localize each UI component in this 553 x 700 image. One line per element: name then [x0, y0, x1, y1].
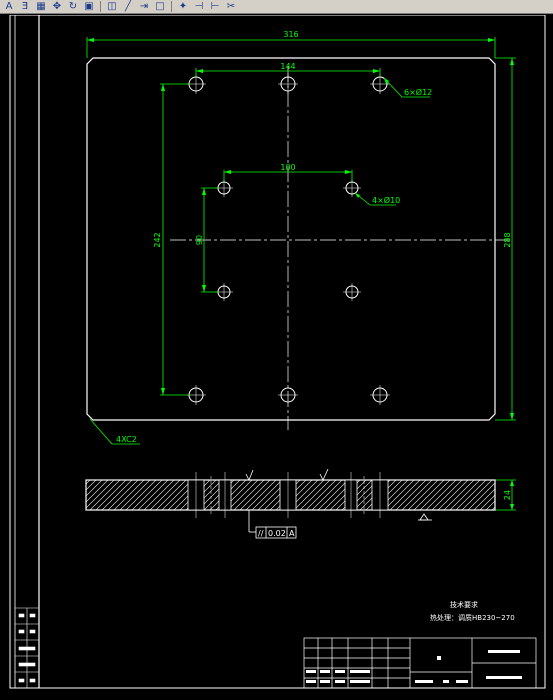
dimension-texts: 316 144 6×Ø12 100 4×Ø10 242 90 288 4XC2 … [116, 30, 512, 500]
side-label-column [15, 607, 39, 688]
tolerance-frame: // 0.02 A [248, 510, 297, 539]
edit-text-icon[interactable]: Ǝ [21, 0, 29, 12]
drawing-canvas[interactable]: 316 144 6×Ø12 100 4×Ø10 242 90 288 4XC2 … [0, 14, 553, 696]
note-small-holes: 4×Ø10 [372, 195, 400, 205]
rotate-icon[interactable]: ↻ [68, 0, 78, 12]
small-hole-centermarks [215, 179, 361, 301]
tolerance-value: 0.02 [268, 529, 286, 538]
toolbar-separator [100, 1, 101, 12]
notes-line-1: 热处理：调质HB230~270 [430, 613, 515, 622]
cad-drawing: 316 144 6×Ø12 100 4×Ø10 242 90 288 4XC2 … [9, 14, 546, 689]
break-icon[interactable]: ✂ [226, 0, 236, 12]
extend-icon[interactable]: ⊢ [210, 0, 220, 12]
dim-height-inner: 90 [195, 235, 204, 245]
title-block-text [306, 650, 522, 683]
explode-icon[interactable]: ✦ [178, 0, 188, 12]
sheet-border [9, 14, 546, 689]
dim-small-spacing: 100 [280, 163, 295, 172]
dimension-lines [86, 37, 516, 511]
note-large-holes: 6×Ø12 [404, 87, 432, 97]
trim-icon[interactable]: ⊣ [194, 0, 204, 12]
section-view [85, 468, 496, 521]
dim-height-total: 288 [503, 232, 512, 247]
dim-overall-width: 316 [283, 30, 298, 39]
text-icon[interactable]: A [5, 0, 13, 12]
toolbar-separator [171, 1, 172, 12]
line-icon[interactable]: ╱ [124, 0, 132, 12]
stretch-icon[interactable]: ⇥ [139, 0, 149, 12]
plate-outline [86, 57, 496, 421]
dim-thickness: 24 [503, 490, 512, 500]
tolerance-datum: A [289, 529, 295, 538]
mirror-icon[interactable]: ◫ [107, 0, 117, 12]
copy-icon[interactable]: ▣ [84, 0, 94, 12]
note-chamfer: 4XC2 [116, 435, 137, 444]
center-lines [170, 66, 510, 430]
rectangle-icon[interactable]: □ [155, 0, 165, 12]
title-block [303, 637, 537, 689]
dimension-arrows [87, 38, 514, 510]
dim-large-spacing: 144 [280, 62, 295, 71]
grid-icon[interactable]: ▦ [36, 0, 46, 12]
dim-height-outer: 242 [153, 232, 162, 247]
technical-notes: 技术要求 热处理：调质HB230~270 [430, 600, 515, 622]
notes-title: 技术要求 [450, 600, 478, 609]
tolerance-symbol: // [258, 529, 264, 538]
move-icon[interactable]: ✥ [52, 0, 62, 12]
